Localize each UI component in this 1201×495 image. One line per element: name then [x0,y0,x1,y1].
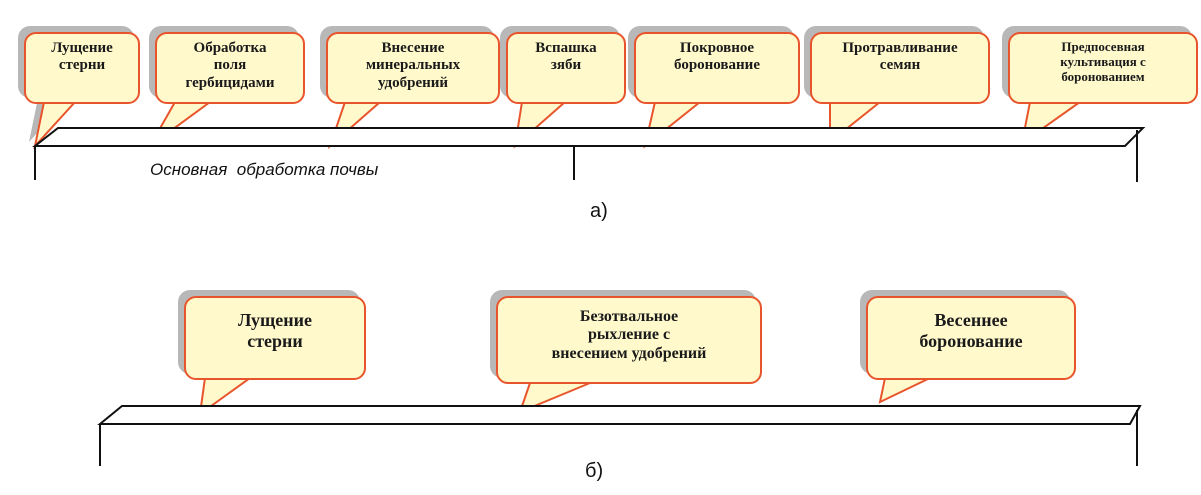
timeline-bar-b [97,405,1142,466]
caption-a: а) [590,200,608,222]
step-bubble: Лущение стерни [184,296,366,380]
step-label: Весеннее боронование [919,310,1023,351]
step-label: Лущение стерни [51,40,113,74]
step-label: Протравливание семян [842,40,958,74]
step-label: Покровное боронование [674,40,760,74]
step-label: Предпосевная культивация с боронованием [1060,39,1146,84]
timeline-bar-a [32,127,1146,182]
step-bubble: Внесение минеральных удобрений [326,32,500,104]
step-bubble: Весеннее боронование [866,296,1076,380]
segment-label: Основная обработка почвы [150,160,379,179]
step-label: Лущение стерни [238,310,312,351]
step-bubble: Лущение стерни [24,32,140,104]
step-label: Внесение минеральных удобрений [365,40,461,91]
step-label: Вспашка зяби [535,40,597,74]
step-label: Обработка поля гербицидами [185,40,275,91]
caption-b: б) [585,460,604,482]
step-bubble: Протравливание семян [810,32,990,104]
step-bubble: Безотвальное рыхление с внесением удобре… [496,296,762,384]
step-label: Безотвальное рыхление с внесением удобре… [551,308,707,362]
step-bubble: Покровное боронование [634,32,800,104]
step-bubble: Предпосевная культивация с боронованием [1008,32,1198,104]
step-bubble: Обработка поля гербицидами [155,32,305,104]
step-bubble: Вспашка зяби [506,32,626,104]
